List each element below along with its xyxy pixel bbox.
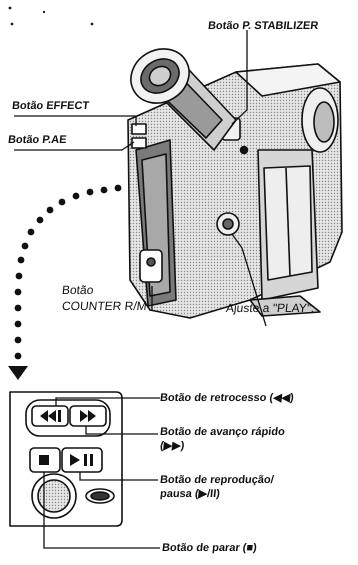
label-pae: Botão P.AE: [7, 134, 68, 146]
control-panel-illustration: [9, 391, 123, 527]
label-effect: Botão EFFECT: [11, 100, 90, 112]
label-ff-line2: (▶▶): [159, 440, 185, 452]
camcorder-illustration: [127, 48, 343, 319]
leader-lines-panel: [43, 397, 160, 549]
dotted-arrow: [8, 184, 122, 380]
label-counter-line2: COUNTER R/M: [61, 299, 148, 313]
label-stop: Botão de parar (■): [161, 542, 258, 554]
stray-marks: [8, 6, 94, 26]
label-counter-line1: Botão: [61, 283, 95, 297]
leader-lines-camcorder: [14, 30, 267, 327]
label-rewind: Botão de retrocesso (◀◀): [159, 392, 295, 404]
label-ff-line1: Botão de avanço rápido: [159, 426, 286, 438]
label-play: Ajuste a "PLAY".: [225, 301, 316, 315]
label-playpause-line1: Botão de reprodução/: [159, 474, 275, 486]
label-playpause-line2: pausa (▶/II): [159, 488, 221, 500]
label-stabilizer: Botão P. STABILIZER: [207, 20, 319, 32]
